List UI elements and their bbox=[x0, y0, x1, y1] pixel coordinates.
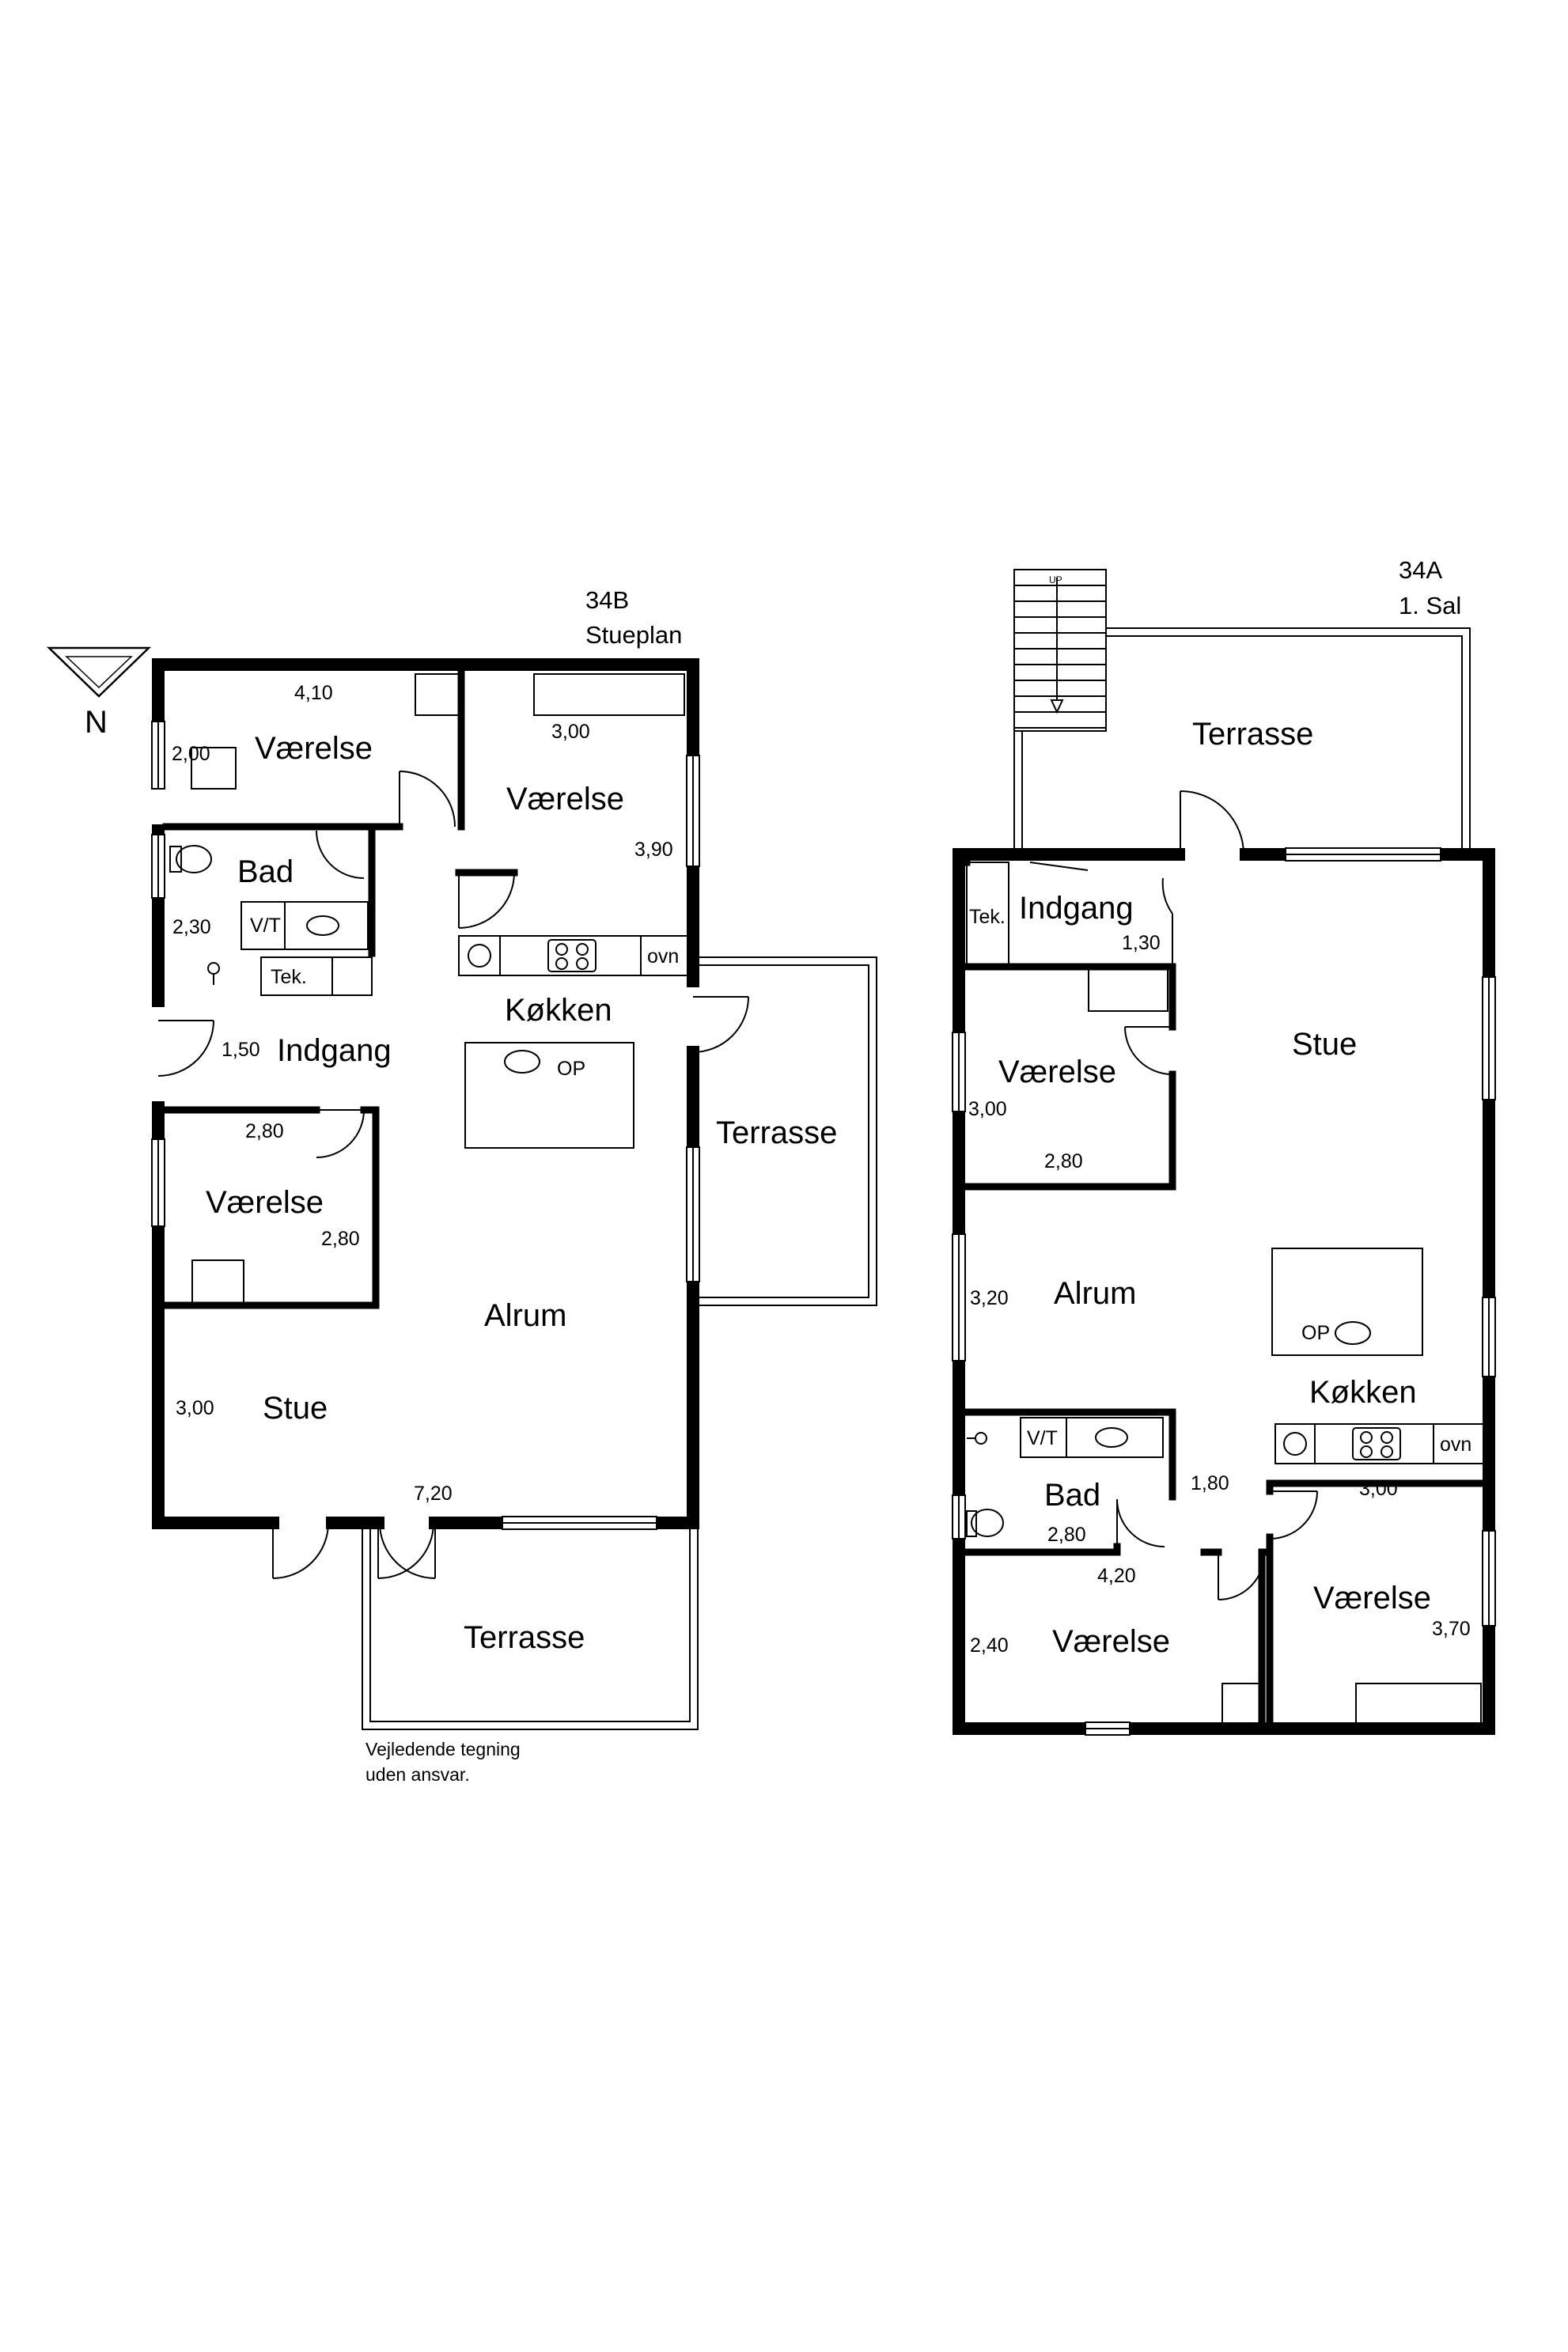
ground-floor-plan bbox=[151, 658, 877, 1730]
fixture-tek: Tek. bbox=[271, 966, 307, 988]
dim-indgang-width: 1,50 bbox=[222, 1039, 260, 1061]
terrace-north-outline bbox=[1013, 627, 1471, 848]
staircase-icon bbox=[1013, 569, 1107, 732]
room-indgang-first: Indgang bbox=[1019, 891, 1134, 926]
dim-vaerelse-nw-height: 2,00 bbox=[172, 743, 210, 765]
room-terrasse-east: Terrasse bbox=[716, 1115, 838, 1150]
dim-bad-first-width: 2,80 bbox=[1047, 1524, 1086, 1546]
disclaimer-line-2: uden ansvar. bbox=[365, 1764, 470, 1785]
room-stue: Stue bbox=[263, 1391, 328, 1426]
doors bbox=[157, 771, 749, 1579]
disclaimer-line-1: Vejledende tegning bbox=[365, 1739, 521, 1759]
room-vaerelse-west-first: Værelse bbox=[998, 1055, 1116, 1089]
windows-first bbox=[952, 847, 1496, 1736]
fixture-vt: V/T bbox=[250, 915, 281, 937]
dim-vaerelse-sw-first-height: 2,40 bbox=[970, 1634, 1009, 1657]
terrace-east-outline bbox=[693, 956, 877, 1306]
room-alrum-first: Alrum bbox=[1054, 1276, 1137, 1311]
dim-vaerelse-ne-width: 3,00 bbox=[551, 721, 590, 743]
dim-vaerelse-west-first-height: 3,00 bbox=[968, 1098, 1007, 1120]
dim-hall-width: 1,80 bbox=[1191, 1472, 1229, 1494]
room-vaerelse-west: Værelse bbox=[206, 1185, 324, 1220]
dim-vaerelse-ne-height: 3,90 bbox=[634, 839, 673, 861]
dim-vaerelse-west-width: 2,80 bbox=[245, 1120, 284, 1142]
interior-walls bbox=[162, 668, 518, 1309]
fixture-op: OP bbox=[557, 1058, 586, 1080]
fixture-ovn-first: ovn bbox=[1440, 1434, 1472, 1456]
doors-first bbox=[1029, 790, 1318, 1600]
room-terrasse-north: Terrasse bbox=[1192, 717, 1314, 752]
windows bbox=[151, 721, 700, 1530]
room-bad: Bad bbox=[237, 854, 294, 889]
stair-up-label: UP bbox=[1049, 574, 1062, 585]
dim-vaerelse-se-first-width: 3,00 bbox=[1359, 1478, 1398, 1500]
dim-vaerelse-sw-first-width: 4,20 bbox=[1097, 1565, 1136, 1587]
ground-floor-code: 34B bbox=[585, 586, 630, 614]
first-floor-code: 34A bbox=[1399, 556, 1443, 584]
room-kokken-first: Køkken bbox=[1309, 1375, 1417, 1410]
dim-alrum-first-height: 3,20 bbox=[970, 1287, 1009, 1309]
first-floor-name: 1. Sal bbox=[1399, 592, 1462, 619]
fixture-op-first: OP bbox=[1301, 1322, 1331, 1344]
exterior-walls-first bbox=[953, 848, 1495, 1735]
fixture-ovn: ovn bbox=[647, 945, 680, 968]
fixture-tek-first: Tek. bbox=[969, 906, 1006, 928]
room-terrasse-south: Terrasse bbox=[464, 1620, 585, 1655]
room-vaerelse-sw-first: Værelse bbox=[1052, 1624, 1170, 1659]
room-vaerelse-se-first: Værelse bbox=[1313, 1581, 1431, 1615]
dim-stue-height: 3,00 bbox=[176, 1397, 214, 1419]
north-arrow-icon bbox=[46, 646, 152, 698]
room-stue-first: Stue bbox=[1292, 1027, 1358, 1062]
room-indgang: Indgang bbox=[277, 1033, 392, 1068]
ground-fixtures bbox=[169, 673, 689, 1305]
room-alrum: Alrum bbox=[484, 1298, 567, 1333]
dim-indgang-first-width: 1,30 bbox=[1122, 932, 1161, 954]
room-vaerelse-ne: Værelse bbox=[506, 782, 624, 816]
first-floor-plan bbox=[952, 569, 1496, 1736]
dim-vaerelse-west-first-width: 2,80 bbox=[1044, 1150, 1083, 1172]
dim-total-width: 7,20 bbox=[414, 1483, 453, 1505]
fixture-vt-first: V/T bbox=[1027, 1427, 1058, 1449]
dim-vaerelse-west-height: 2,80 bbox=[321, 1228, 360, 1250]
room-vaerelse-nw: Værelse bbox=[255, 731, 373, 766]
first-fixtures bbox=[966, 862, 1485, 1724]
terrace-south-outline bbox=[362, 1519, 699, 1730]
room-kokken: Køkken bbox=[505, 993, 612, 1028]
dim-bad-height: 2,30 bbox=[172, 916, 211, 938]
dim-vaerelse-nw-width: 4,10 bbox=[294, 682, 333, 704]
dim-vaerelse-se-first-height: 3,70 bbox=[1432, 1618, 1471, 1640]
room-bad-first: Bad bbox=[1044, 1478, 1101, 1513]
north-label: N bbox=[85, 705, 108, 740]
ground-floor-name: Stueplan bbox=[585, 621, 683, 649]
